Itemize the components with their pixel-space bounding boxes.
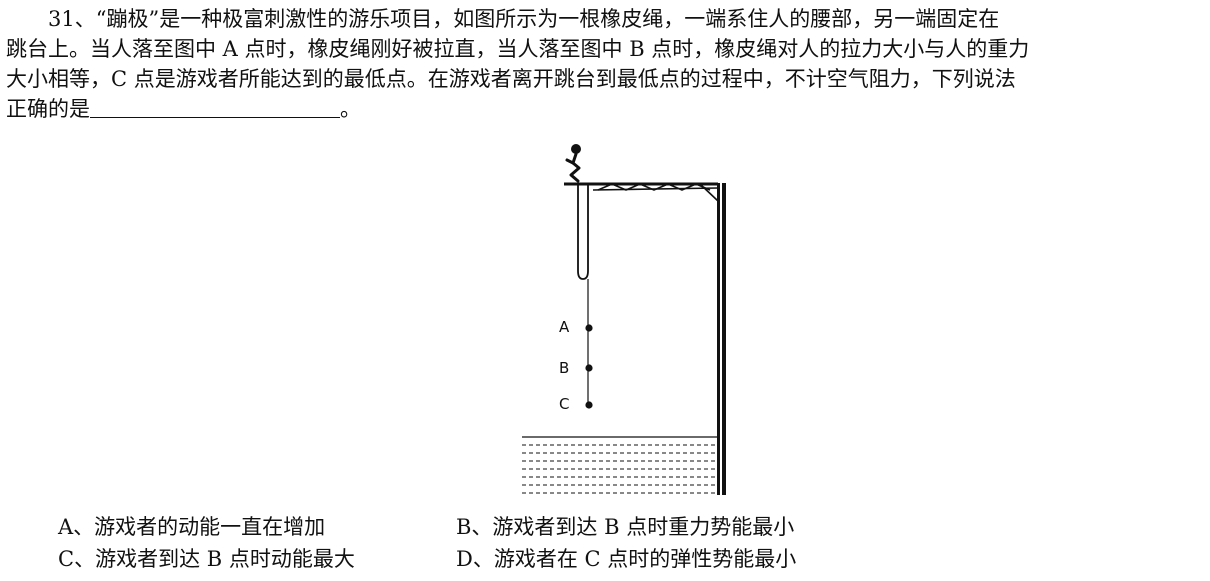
- water-surface: [522, 436, 717, 494]
- answer-blank: [90, 97, 340, 118]
- point-b-dot: [585, 364, 593, 372]
- diving-platform: [564, 182, 719, 202]
- options-row-1: A、游戏者的动能一直在增加 B、游戏者到达 B 点时重力势能最小: [58, 511, 958, 543]
- options-row-2: C、游戏者到达 B 点时动能最大 D、游戏者在 C 点时的弹性势能最小: [58, 543, 958, 575]
- point-c: C: [559, 395, 593, 413]
- question-line-4-prefix: 正确的是: [6, 97, 90, 121]
- rubber-rope: [577, 184, 589, 407]
- tower-post: [717, 183, 726, 495]
- question-line-2: 跳台上。当人落至图中 A 点时，橡皮绳刚好被拉直，当人落至图中 B 点时，橡皮绳…: [6, 37, 1030, 61]
- point-a: A: [559, 318, 593, 336]
- option-a[interactable]: A、游戏者的动能一直在增加: [58, 515, 326, 539]
- point-b: B: [559, 359, 593, 377]
- question-stem: 31、“蹦极”是一种极富刺激性的游乐项目，如图所示为一根橡皮绳，一端系住人的腰部…: [6, 4, 1206, 124]
- question-line-3: 大小相等，C 点是游戏者所能达到的最低点。在游戏者离开跳台到最低点的过程中，不计…: [6, 67, 1016, 91]
- jumper-figure: [565, 144, 581, 183]
- point-c-label: C: [559, 395, 569, 413]
- point-a-dot: [585, 324, 593, 332]
- question-line-4: 正确的是 。: [6, 94, 1206, 124]
- bungee-diagram: A B C: [522, 144, 726, 495]
- answer-options: A、游戏者的动能一直在增加 B、游戏者到达 B 点时重力势能最小 C、游戏者到达…: [58, 511, 958, 575]
- point-c-dot: [585, 401, 593, 409]
- point-b-label: B: [559, 359, 569, 377]
- option-b[interactable]: B、游戏者到达 B 点时重力势能最小: [456, 515, 795, 539]
- question-line-4-suffix: 。: [340, 97, 361, 121]
- point-a-label: A: [559, 318, 570, 336]
- option-d[interactable]: D、游戏者在 C 点时的弹性势能最小: [456, 547, 797, 571]
- option-c[interactable]: C、游戏者到达 B 点时动能最大: [58, 547, 355, 571]
- question-line-1: 31、“蹦极”是一种极富刺激性的游乐项目，如图所示为一根橡皮绳，一端系住人的腰部…: [6, 7, 1000, 31]
- bungee-figure: A B C: [500, 135, 750, 505]
